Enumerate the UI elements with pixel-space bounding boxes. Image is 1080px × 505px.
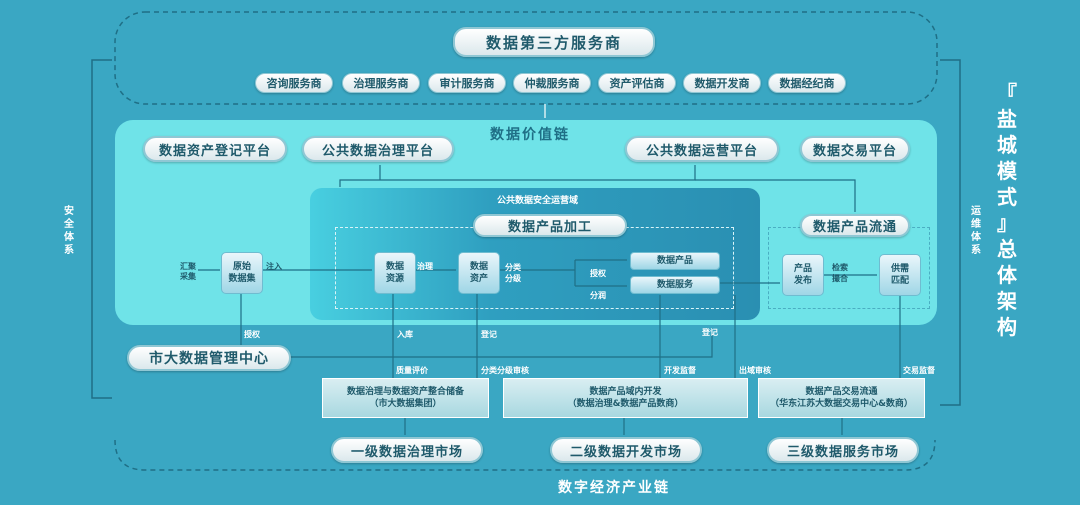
big-data-management-center[interactable]: 市大数据管理中心 xyxy=(127,345,291,371)
label-authorize-center: 授权 xyxy=(244,330,260,339)
label-quality-evaluation: 质量评价 xyxy=(396,366,428,375)
main-title-char: 式 xyxy=(997,185,1017,209)
box-governance-line1: 数据治理与数据资产整合储备 xyxy=(346,387,464,397)
industry-chain-region xyxy=(114,439,936,471)
edge-label-moisten: 分润 xyxy=(590,291,606,300)
third-party-title: 数据第三方服务商 xyxy=(453,27,655,57)
node-resource-line1: 数据 xyxy=(385,262,404,272)
industry-chain-title: 数字经济产业链 xyxy=(558,480,670,496)
edge-label-inject: 注入 xyxy=(266,262,282,271)
node-supply-demand-match[interactable]: 供需 匹配 xyxy=(879,254,921,296)
service-asset-evaluation[interactable]: 资产评估商 xyxy=(598,73,676,93)
service-arbitration[interactable]: 仲裁服务商 xyxy=(513,73,591,93)
service-governance[interactable]: 治理服务商 xyxy=(342,73,420,93)
circulation-title: 数据产品流通 xyxy=(800,214,910,237)
node-raw-dataset[interactable]: 原始 数据集 xyxy=(221,252,263,294)
edge-label-govern: 治理 xyxy=(417,262,433,271)
node-raw-line2: 数据集 xyxy=(228,274,256,284)
node-data-service[interactable]: 数据服务 xyxy=(630,276,720,294)
edge-label-collect: 汇聚 采集 xyxy=(180,262,196,281)
service-consulting[interactable]: 咨询服务商 xyxy=(255,73,333,93)
node-match-line2: 匹配 xyxy=(890,276,909,286)
market-secondary-development[interactable]: 二级数据开发市场 xyxy=(550,437,702,463)
market-primary-governance[interactable]: 一级数据治理市场 xyxy=(331,437,483,463)
market-tertiary-service[interactable]: 三级数据服务市场 xyxy=(767,437,919,463)
box-development-line1: 数据产品域内开发 xyxy=(589,387,662,397)
box-governance-line2: （市大数据集团） xyxy=(369,399,442,409)
platform-asset-registration[interactable]: 数据资产登记平台 xyxy=(143,136,287,162)
box-trade-line1: 数据产品交易流通 xyxy=(805,387,878,397)
main-title-char: 』 xyxy=(997,211,1017,235)
node-product-publish[interactable]: 产品 发布 xyxy=(782,254,824,296)
node-data-asset[interactable]: 数据 资产 xyxy=(458,252,500,294)
edge-label-classify: 分类 分级 xyxy=(505,263,521,283)
node-publish-line1: 产品 xyxy=(793,264,812,274)
edge-label-authorize: 授权 xyxy=(590,269,606,278)
node-asset-line2: 资产 xyxy=(469,274,488,284)
label-classify-review: 分类分级审核 xyxy=(481,366,529,375)
service-broker[interactable]: 数据经纪商 xyxy=(768,73,846,93)
main-title-char: 总 xyxy=(997,237,1017,261)
service-audit[interactable]: 审计服务商 xyxy=(428,73,506,93)
value-chain-title: 数据价值链 xyxy=(490,127,570,143)
label-trade-supervision: 交易监督 xyxy=(903,366,935,375)
box-domain-development[interactable]: 数据产品域内开发 （数据治理&数据产品数商） xyxy=(503,378,748,418)
node-data-product[interactable]: 数据产品 xyxy=(630,252,720,270)
security-system-label: 安全体系 xyxy=(64,206,74,256)
main-title-char: 构 xyxy=(997,315,1017,339)
main-title: 『 盐 城 模 式 』 总 体 架 构 xyxy=(994,80,1020,340)
main-title-char: 体 xyxy=(997,263,1017,287)
left-bracket xyxy=(91,59,112,399)
label-exit-review: 出域审核 xyxy=(739,366,771,375)
node-match-line1: 供需 xyxy=(890,264,909,274)
processing-title: 数据产品加工 xyxy=(473,214,627,237)
box-development-line2: （数据治理&数据产品数商） xyxy=(567,399,684,409)
platform-public-data-operation[interactable]: 公共数据运营平台 xyxy=(625,136,779,162)
box-governance-reserve[interactable]: 数据治理与数据资产整合储备 （市大数据集团） xyxy=(322,378,489,418)
main-title-char: 盐 xyxy=(997,107,1017,131)
box-trade-line2: （华东江苏大数据交易中心&数商） xyxy=(770,399,913,409)
box-trade-circulation[interactable]: 数据产品交易流通 （华东江苏大数据交易中心&数商） xyxy=(758,378,925,418)
security-domain-label: 公共数据安全运营域 xyxy=(497,196,579,206)
node-resource-line2: 资源 xyxy=(385,274,404,284)
node-raw-line1: 原始 xyxy=(232,262,251,272)
right-bracket xyxy=(940,59,961,406)
edge-label-retrieve: 检索 撮合 xyxy=(832,263,848,283)
service-developer[interactable]: 数据开发商 xyxy=(683,73,761,93)
platform-data-trading[interactable]: 数据交易平台 xyxy=(800,136,910,162)
label-register-2: 登记 xyxy=(702,328,718,337)
main-title-char: 模 xyxy=(997,159,1017,183)
label-dev-supervision: 开发监督 xyxy=(664,366,696,375)
operation-system-label: 运维体系 xyxy=(971,206,981,256)
node-publish-line2: 发布 xyxy=(793,276,812,286)
label-register-1: 登记 xyxy=(481,330,497,339)
platform-public-data-governance[interactable]: 公共数据治理平台 xyxy=(302,136,454,162)
main-title-char: 架 xyxy=(997,289,1017,313)
node-asset-line1: 数据 xyxy=(469,262,488,272)
main-title-char: 城 xyxy=(997,133,1017,157)
third-party-region xyxy=(114,11,938,105)
main-title-char: 『 xyxy=(997,81,1017,105)
node-data-resource[interactable]: 数据 资源 xyxy=(374,252,416,294)
label-storage: 入库 xyxy=(397,330,413,339)
